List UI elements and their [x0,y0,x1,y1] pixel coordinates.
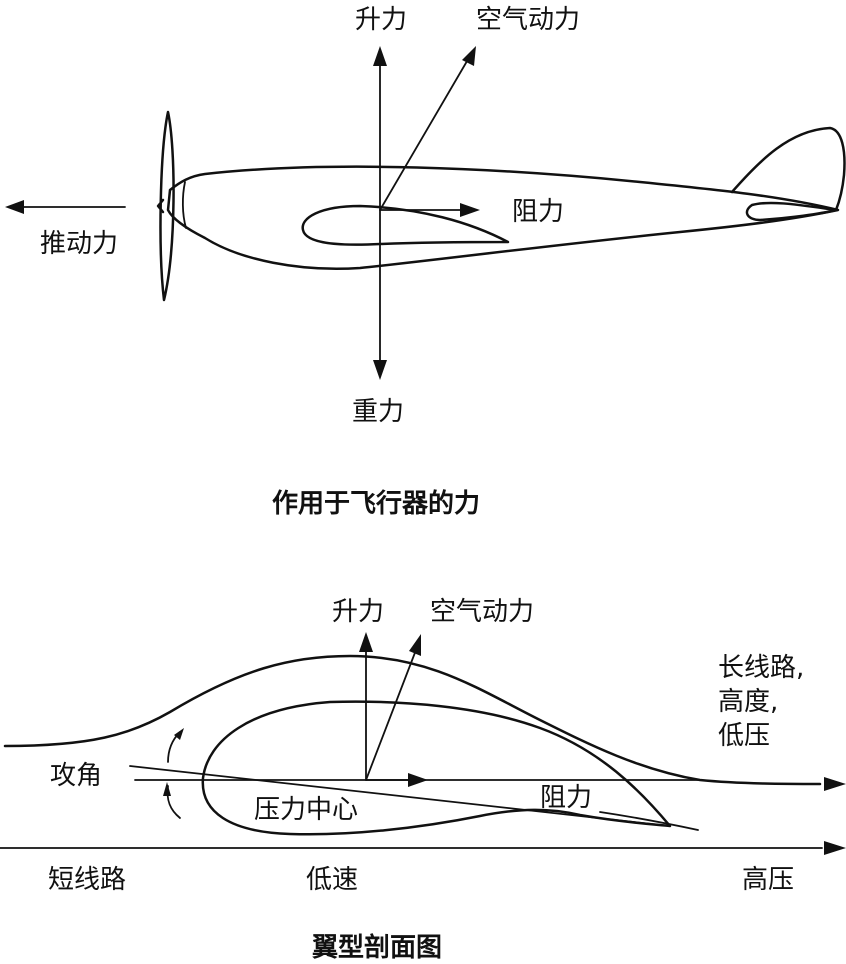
drag-arrowhead-2 [408,773,428,787]
airfoil-figure: 升力 空气动力 长线路, 高度, 低压 攻角 压力中心 阻力 短线路 低速 高压… [0,597,846,963]
aero-force-line-2 [365,649,417,781]
cowling-line [181,181,187,229]
lift-arrowhead-2 [359,632,373,652]
aero-force-label: 空气动力 [476,5,580,35]
drag-label-2: 阻力 [540,783,592,813]
aircraft-figure: 升力 空气动力 阻力 推动力 重力 作用于飞行器的力 [5,5,846,519]
short-path-label: 短线路 [48,865,126,895]
angle-of-attack-label: 攻角 [50,761,102,791]
weight-label: 重力 [352,397,404,427]
weight-arrowhead [373,360,387,380]
lift-label-2: 升力 [332,597,384,627]
angle-arc-lower-arrowhead [163,782,171,796]
lift-arrowhead [373,46,387,66]
center-of-pressure-label: 压力中心 [254,795,358,825]
figure2-caption: 翼型剖面图 [312,932,442,963]
figure1-caption: 作用于飞行器的力 [272,488,480,519]
thrust-label: 推动力 [40,229,118,259]
upper-streamline-arrowhead [824,777,846,791]
trailing-flow-line [599,811,699,831]
propeller-blade [159,110,175,302]
low-speed-label: 低速 [306,865,358,895]
fuselage-outline [166,165,840,270]
aero-force-arrowhead [462,46,476,66]
tail-fin [730,126,846,212]
angle-arc-upper-arrowhead [174,728,184,740]
drag-label: 阻力 [512,197,564,227]
tail-stabilizer [745,201,838,222]
low-pressure-label: 低压 [718,721,770,751]
wing-outline [301,204,510,246]
upper-streamline [3,654,822,786]
airfoil-outline [201,700,672,836]
propeller-spinner [156,198,165,214]
aero-force-label-2: 空气动力 [430,597,534,627]
high-pressure-label: 高压 [742,865,794,895]
long-path-label: 长线路, [718,653,804,683]
aero-force-arrowhead-2 [409,634,421,656]
thrust-arrowhead [5,200,24,214]
lift-label: 升力 [355,5,407,35]
high-speed-label: 高度, [718,687,778,717]
chord-line [129,765,671,827]
lower-airflow-arrowhead [824,841,846,855]
aero-force-line [379,55,471,211]
drag-arrowhead [460,203,480,217]
